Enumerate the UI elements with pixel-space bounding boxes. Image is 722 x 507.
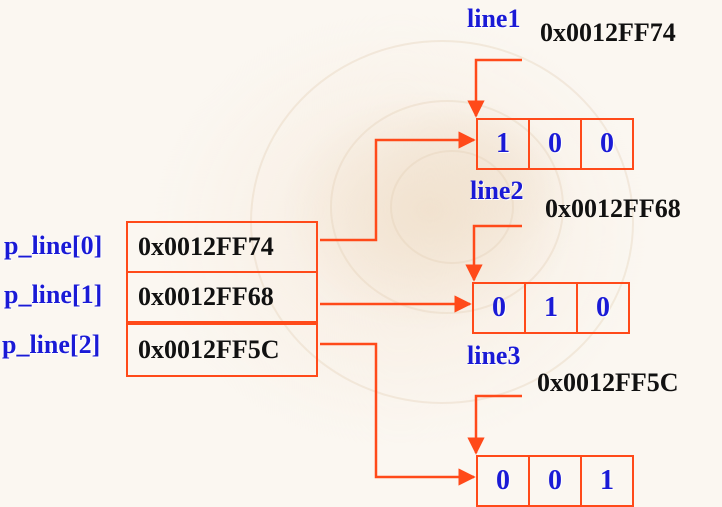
row-array-line2: 0 1 0 — [472, 282, 630, 334]
pointer-cell-0: 0x0012FF74 — [126, 221, 318, 273]
array-cell: 1 — [524, 282, 578, 334]
row-label-line1: line1 — [467, 4, 521, 33]
row-array-line1: 1 0 0 — [476, 118, 634, 170]
array-cell: 0 — [528, 118, 582, 170]
row-address-line1: 0x0012FF74 — [540, 18, 676, 47]
pointer-label-0: p_line[0] — [4, 231, 103, 260]
line2-arrow — [465, 224, 522, 282]
line3-arrow — [467, 394, 522, 455]
array-cell: 1 — [580, 455, 634, 507]
array-cell: 0 — [576, 282, 630, 334]
array-cell: 0 — [472, 282, 526, 334]
p-line0-arrow — [320, 131, 476, 242]
array-cell: 0 — [580, 118, 634, 170]
row-array-line3: 0 0 1 — [476, 455, 634, 507]
array-cell: 1 — [476, 118, 530, 170]
line1-arrow — [467, 58, 522, 118]
background-petal — [330, 100, 564, 314]
pointer-label-2: p_line[2] — [2, 330, 101, 359]
p-line2-arrow — [320, 342, 476, 486]
pointer-label-1: p_line[1] — [4, 280, 103, 309]
row-label-line3: line3 — [467, 341, 521, 370]
array-cell: 0 — [476, 455, 530, 507]
row-address-line2: 0x0012FF68 — [545, 194, 681, 223]
row-label-line2: line2 — [470, 176, 524, 205]
array-cell: 0 — [528, 455, 582, 507]
row-address-line3: 0x0012FF5C — [537, 368, 679, 397]
pointer-cell-2: 0x0012FF5C — [126, 323, 318, 377]
background-petal — [390, 150, 514, 264]
pointer-cell-1: 0x0012FF68 — [126, 271, 318, 323]
